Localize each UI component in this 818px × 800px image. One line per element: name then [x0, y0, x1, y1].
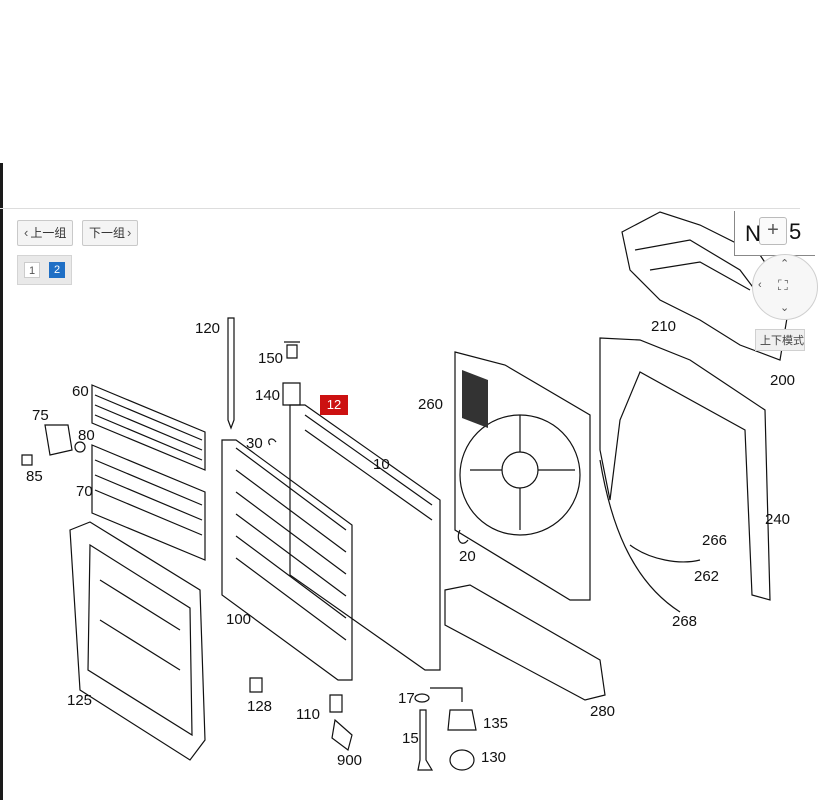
- callout-268[interactable]: 268: [672, 613, 698, 630]
- callout-120[interactable]: 120: [195, 320, 221, 337]
- callout-80[interactable]: 80: [78, 427, 95, 444]
- callout-150[interactable]: 150: [258, 350, 284, 367]
- next-group-label: 下一组: [89, 226, 126, 240]
- window-left-edge: [0, 163, 3, 800]
- callout-280[interactable]: 280: [590, 703, 616, 720]
- callout-128[interactable]: 128: [247, 698, 273, 715]
- hose-268: [599, 459, 681, 613]
- zoom-control: N + 5: [734, 211, 815, 256]
- chevron-right-icon: ›: [127, 225, 132, 240]
- pan-mode-tooltip: 上下模式: [755, 329, 805, 351]
- callout-135[interactable]: 135: [483, 715, 509, 732]
- next-group-button[interactable]: 下一组 ›: [82, 220, 139, 246]
- toolbar-divider: [0, 208, 800, 209]
- fan-shroud-260: [454, 351, 591, 601]
- cross-member-200: [621, 211, 791, 361]
- bracket-140: [282, 382, 301, 406]
- callout-100[interactable]: 100: [226, 611, 252, 628]
- o-ring-80: [74, 441, 86, 453]
- callout-70[interactable]: 70: [76, 483, 93, 500]
- clip-128: [249, 677, 263, 693]
- chevron-left-icon: ‹: [24, 225, 29, 240]
- pan-up-icon[interactable]: ⌃: [780, 258, 790, 270]
- callout-15[interactable]: 15: [402, 730, 419, 747]
- parts-diagram: [21, 211, 791, 771]
- sensor-110: [329, 694, 353, 752]
- callout-200[interactable]: 200: [770, 372, 796, 389]
- cooler-60: [91, 384, 206, 471]
- seal-17: [414, 693, 430, 703]
- callout-240[interactable]: 240: [765, 511, 791, 528]
- cap-130: [449, 749, 475, 771]
- previous-group-label: 上一组: [30, 226, 67, 240]
- wire-262: [629, 544, 701, 563]
- frame-125: [69, 521, 206, 761]
- pan-left-icon[interactable]: ‹: [758, 279, 762, 291]
- callout-60[interactable]: 60: [72, 383, 89, 400]
- callout-75[interactable]: 75: [32, 407, 49, 424]
- fit-screen-icon[interactable]: ⛶: [778, 277, 788, 293]
- callout-12-highlighted[interactable]: 12: [320, 395, 348, 415]
- pan-down-icon[interactable]: ⌄: [780, 302, 790, 314]
- callout-110[interactable]: 110: [296, 706, 320, 723]
- zoom-in-button[interactable]: +: [759, 217, 787, 245]
- dipstick-rod-120: [227, 317, 235, 430]
- callout-130[interactable]: 130: [481, 749, 507, 766]
- screw-85: [21, 454, 33, 466]
- bracket-75: [44, 424, 73, 456]
- zoom-level: 5: [789, 219, 802, 244]
- cooler-70: [91, 444, 206, 561]
- callout-260[interactable]: 260: [418, 396, 444, 413]
- callout-17[interactable]: 17: [398, 690, 415, 707]
- callout-266[interactable]: 266: [702, 532, 728, 549]
- drain-plug-15: [417, 709, 434, 771]
- page-2-button[interactable]: 2: [49, 262, 65, 278]
- page-selector: 1 2: [17, 255, 72, 285]
- callout-210[interactable]: 210: [651, 318, 677, 335]
- fan-grille-detail: [462, 370, 488, 428]
- page-1-button[interactable]: 1: [24, 262, 40, 278]
- callout-140[interactable]: 140: [255, 387, 281, 404]
- callout-20[interactable]: 20: [459, 548, 476, 565]
- pan-control[interactable]: ⌃ ‹ ⛶ ⌄: [752, 254, 818, 320]
- callout-30[interactable]: 30: [246, 435, 263, 452]
- zoom-edge-glyph: N: [745, 221, 761, 246]
- deflector-280: [444, 584, 606, 701]
- previous-group-button[interactable]: ‹ 上一组: [17, 220, 74, 246]
- callout-10[interactable]: 10: [373, 456, 390, 473]
- clip-150: [284, 341, 300, 359]
- carrier-240: [599, 337, 771, 601]
- cap-135: [447, 709, 477, 731]
- callout-125[interactable]: 125: [67, 692, 93, 709]
- radiator-10: [289, 404, 441, 671]
- condenser-100: [221, 439, 353, 681]
- callout-900[interactable]: 900: [337, 752, 363, 769]
- callout-262[interactable]: 262: [694, 568, 720, 585]
- callout-85[interactable]: 85: [26, 468, 43, 485]
